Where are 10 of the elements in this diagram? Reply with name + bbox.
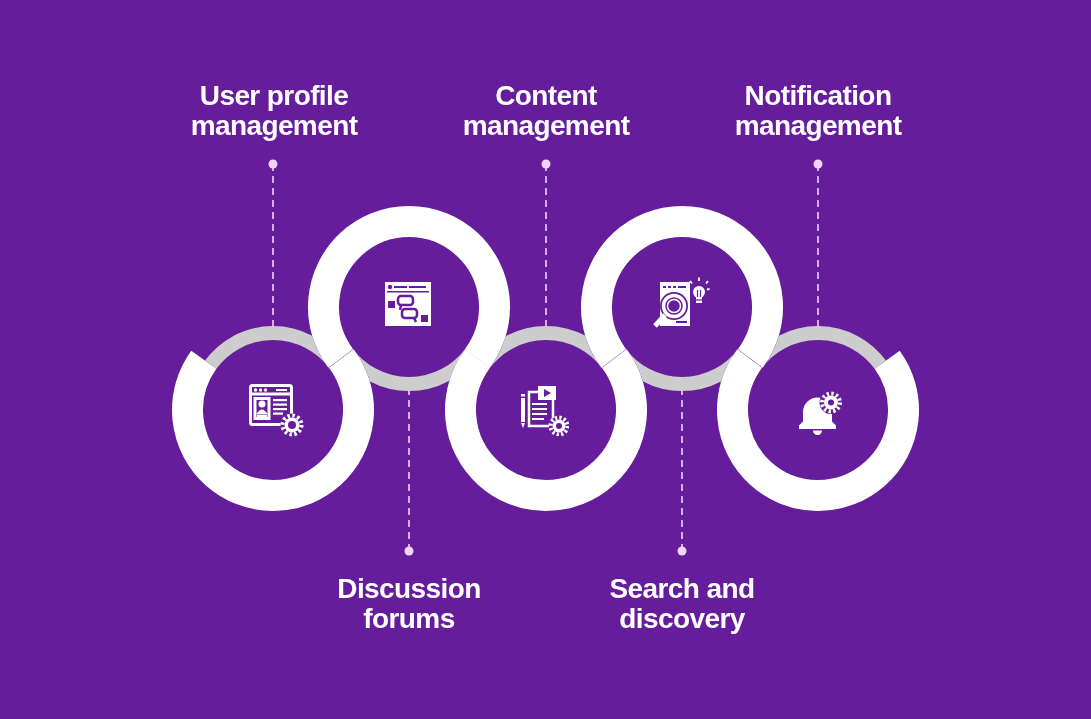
ring bbox=[445, 326, 647, 511]
feature-label: Notification management bbox=[734, 81, 902, 141]
ring bbox=[308, 206, 510, 391]
ring bbox=[717, 326, 919, 511]
feature-label: Discussion forums bbox=[336, 574, 482, 634]
ring bbox=[581, 206, 783, 391]
ring bbox=[172, 326, 374, 511]
feature-label: Search and discovery bbox=[609, 574, 755, 634]
feature-label: Content management bbox=[462, 81, 630, 141]
feature-label: User profile management bbox=[190, 81, 358, 141]
